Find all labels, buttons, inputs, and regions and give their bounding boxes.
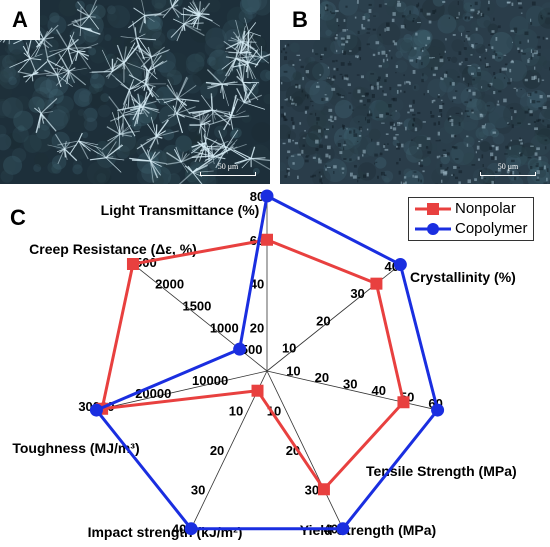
series-line-nonpolar [100, 238, 406, 492]
scale-bar-a: 50 μm [200, 162, 256, 176]
legend-item-nonpolar: Nonpolar [409, 199, 535, 219]
scale-bar-a-label: 50 μm [217, 162, 239, 171]
data-point-copolymer-light-transmittance [260, 189, 274, 203]
tick-label-toughness-mj-m-20000: 20000 [135, 386, 171, 401]
tick-label-impact-strength-kj-m-30: 30 [191, 482, 205, 497]
tick-label-tensile-strength-mpa-10: 10 [286, 364, 300, 379]
data-point-nonpolar-creep-resistance [126, 258, 139, 271]
axis-title-impact-strength-kj-m: Impact strength (kJ/m²) [88, 524, 243, 540]
micrograph-b: B 50 μm [280, 0, 550, 184]
scale-bar-a-line [200, 172, 256, 176]
legend-label-copolymer: Copolymer [455, 220, 528, 237]
scale-bar-b: 50 μm [480, 162, 536, 176]
data-point-copolymer-crystallinity [393, 258, 407, 272]
axis-line-impact-strength-kj-m [190, 370, 268, 529]
data-point-nonpolar-light-transmittance [261, 233, 273, 246]
axis-title-crystallinity: Crystallinity (%) [410, 269, 516, 285]
axis-line-toughness-mj-m [96, 370, 268, 411]
tick-label-creep-resistance-500: 500 [241, 342, 263, 357]
scale-bar-b-line [480, 172, 536, 176]
tick-label-tensile-strength-mpa-40: 40 [371, 383, 385, 398]
panel-label-c: C [10, 205, 26, 230]
data-point-copolymer-tensile-strength-mpa [431, 403, 445, 417]
axis-title-yield-strength-mpa: Yield Strength (MPa) [300, 522, 436, 538]
data-point-copolymer-impact-strength-kj-m [184, 522, 198, 536]
axis-title-light-transmittance: Light Transmittance (%) [101, 202, 260, 218]
tick-label-yield-strength-mpa-30: 30 [305, 482, 319, 497]
chart-legend: Nonpolar Copolymer [408, 197, 534, 241]
tick-label-toughness-mj-m-10000: 10000 [192, 373, 228, 388]
axis-title-tensile-strength-mpa: Tensile Strength (MPa) [366, 463, 517, 479]
scale-bar-b-label: 50 μm [497, 162, 519, 171]
micrograph-b-image [280, 0, 550, 184]
data-point-nonpolar-impact-strength-kj-m [251, 384, 264, 397]
data-point-nonpolar-tensile-strength-mpa [397, 396, 410, 409]
panel-label-b: B [280, 0, 320, 40]
legend-swatch-nonpolar [415, 203, 451, 215]
axis-line-yield-strength-mpa [266, 370, 344, 529]
tick-label-crystallinity-10: 10 [282, 341, 296, 356]
legend-item-copolymer: Copolymer [409, 219, 535, 239]
legend-swatch-copolymer [415, 223, 451, 235]
series-line-copolymer [94, 193, 440, 531]
panel-label-a: A [0, 0, 40, 40]
tick-label-creep-resistance-1000: 1000 [210, 320, 239, 335]
legend-label-nonpolar: Nonpolar [455, 200, 516, 217]
axis-title-creep-resistance: Creep Resistance (Δε, %) [29, 241, 197, 257]
axis-title-toughness-mj-m: Toughness (MJ/m³) [12, 440, 139, 456]
tick-label-impact-strength-kj-m-10: 10 [229, 403, 243, 418]
data-point-copolymer-yield-strength-mpa [336, 522, 350, 536]
tick-label-light-transmittance-80: 80 [250, 189, 264, 204]
tick-label-tensile-strength-mpa-30: 30 [343, 377, 357, 392]
data-point-copolymer-toughness-mj-m [89, 403, 103, 417]
tick-label-light-transmittance-20: 20 [250, 320, 264, 335]
data-point-nonpolar-crystallinity [370, 277, 383, 290]
data-point-nonpolar-yield-strength-mpa [317, 483, 330, 496]
tick-label-impact-strength-kj-m-20: 20 [210, 443, 224, 458]
micrograph-a-image [0, 0, 270, 184]
tick-label-impact-strength-kj-m-40: 40 [172, 522, 186, 537]
tick-label-creep-resistance-2000: 2000 [155, 277, 184, 292]
micrograph-a: A 50 μm [0, 0, 270, 184]
tick-label-crystallinity-30: 30 [350, 286, 364, 301]
tick-label-crystallinity-20: 20 [316, 313, 330, 328]
data-point-copolymer-creep-resistance [233, 342, 247, 356]
tick-label-creep-resistance-1500: 1500 [182, 298, 211, 313]
tick-label-tensile-strength-mpa-20: 20 [315, 370, 329, 385]
